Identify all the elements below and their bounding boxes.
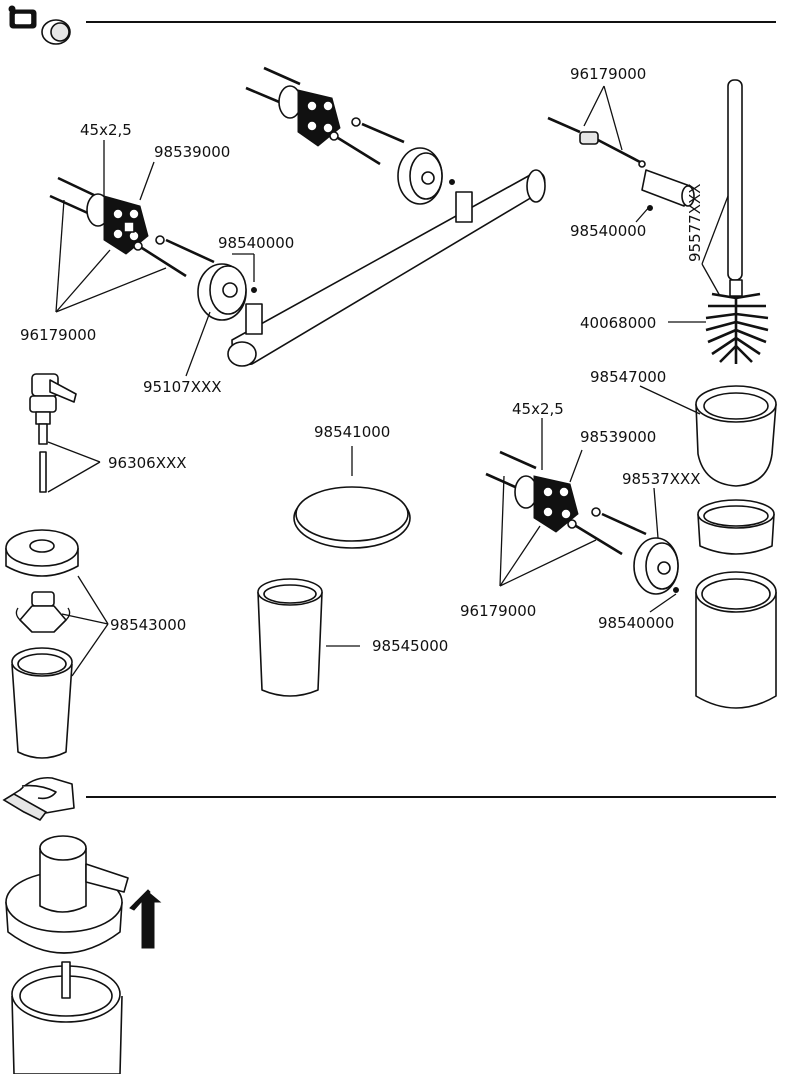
label-screws-lower: 96179000 bbox=[460, 602, 536, 620]
label-seal-lower: 45x2,5 bbox=[512, 400, 564, 418]
label-brush-head: 40068000 bbox=[580, 314, 656, 332]
label-tooth-glass: 98545000 bbox=[372, 637, 448, 655]
cleaning-hand-icon bbox=[2, 776, 75, 822]
lift-up-arrow-icon bbox=[129, 889, 162, 949]
label-screws-right: 96179000 bbox=[570, 65, 646, 83]
left-cover-rosette bbox=[197, 263, 247, 321]
soap-dish bbox=[293, 486, 411, 549]
label-screws-left: 96179000 bbox=[20, 326, 96, 344]
label-rosette-lower: 98537XXX bbox=[622, 470, 701, 488]
label-bracket-lower: 98539000 bbox=[580, 428, 656, 446]
top-cover-rosette bbox=[397, 147, 443, 205]
brush-holder-ring bbox=[697, 499, 775, 555]
label-dispenser-glass: 98543000 bbox=[110, 616, 186, 634]
top-wall-bracket bbox=[245, 66, 405, 166]
part-labels: 45x2,5 98539000 98540000 96179000 95107X… bbox=[20, 65, 704, 655]
disassembly-tool-icon bbox=[8, 5, 71, 45]
grub-screw-lower bbox=[673, 587, 679, 593]
tooth-glass bbox=[257, 578, 323, 697]
grub-screw-top bbox=[449, 179, 455, 185]
label-bracket-left: 98539000 bbox=[154, 143, 230, 161]
label-brush-glass: 98547000 bbox=[590, 368, 666, 386]
label-grubscrew-lower: 98540000 bbox=[598, 614, 674, 632]
toilet-brush-handle bbox=[727, 79, 743, 281]
grub-screw-left bbox=[251, 287, 257, 293]
leader-lines bbox=[47, 85, 729, 677]
dispenser-lid-bottom bbox=[5, 835, 129, 954]
towel-rail bbox=[227, 169, 546, 367]
lower-cover-rosette bbox=[633, 537, 679, 595]
lower-right-bracket bbox=[485, 450, 647, 556]
dispenser-glass-bottom bbox=[11, 961, 123, 1074]
toilet-brush-head bbox=[705, 279, 769, 364]
dispenser-glass bbox=[11, 647, 73, 759]
label-rail-rosette: 95107XXX bbox=[143, 378, 222, 396]
label-soap-dish: 98541000 bbox=[314, 423, 390, 441]
label-brush-handle: 95577XXX bbox=[686, 183, 704, 262]
dispenser-tube bbox=[39, 451, 47, 493]
label-pump: 96306XXX bbox=[108, 454, 187, 472]
dispenser-pump-head bbox=[29, 373, 77, 445]
right-mounting-post bbox=[547, 116, 695, 207]
dispenser-lid bbox=[5, 529, 79, 577]
label-grubscrew-left: 98540000 bbox=[218, 234, 294, 252]
left-wall-bracket bbox=[49, 176, 215, 278]
label-seal-left: 45x2,5 bbox=[80, 121, 132, 139]
label-grubscrew-right: 98540000 bbox=[570, 222, 646, 240]
brush-holder-tumbler bbox=[695, 571, 777, 709]
dispenser-adapter bbox=[15, 591, 71, 633]
brush-glass-insert bbox=[695, 385, 777, 487]
